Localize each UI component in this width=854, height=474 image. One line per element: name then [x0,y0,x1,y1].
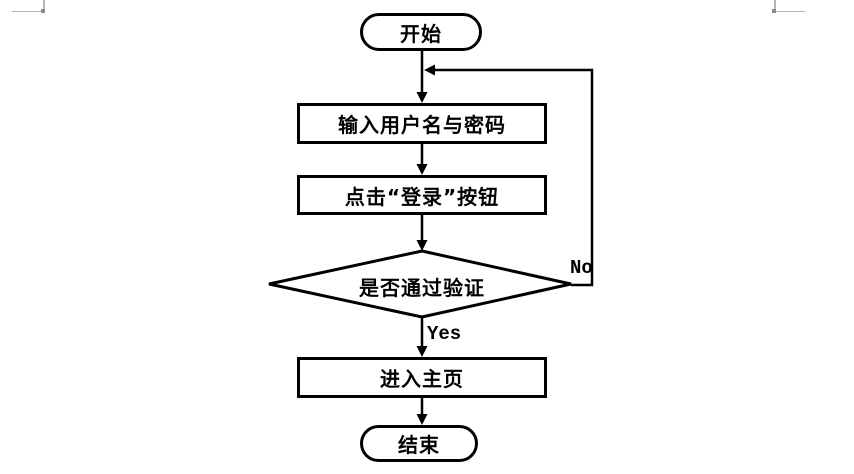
node-process-input-credentials: 输入用户名与密码 [297,103,547,144]
crop-mark-line [12,10,44,12]
edge-start-to-input-arrowhead [416,92,428,103]
node-process-click-login: 点击“登录”按钮 [297,175,547,215]
node-end-terminator: 结束 [360,425,478,462]
crop-mark-line [774,10,805,12]
node-process-enter-homepage: 进入主页 [297,357,547,398]
node-start-terminator: 开始 [360,13,482,51]
crop-mark-handle [772,9,776,13]
no-edge-label: No [570,257,593,279]
edge-yes-arrowhead [416,346,428,357]
crop-mark-line [43,0,45,11]
edge-input-to-click-arrowhead [416,164,428,175]
yes-edge-label: Yes [427,323,462,345]
edge-no-arrowhead [424,64,435,76]
edge-home-to-end-arrowhead [416,414,428,425]
crop-mark-line [774,0,776,11]
crop-mark-handle [41,9,45,13]
node-decision-verify-label: 是否通过验证 [359,276,485,300]
edge-no-feedback-line [432,68,594,287]
edge-click-to-verify-arrowhead [416,240,428,251]
